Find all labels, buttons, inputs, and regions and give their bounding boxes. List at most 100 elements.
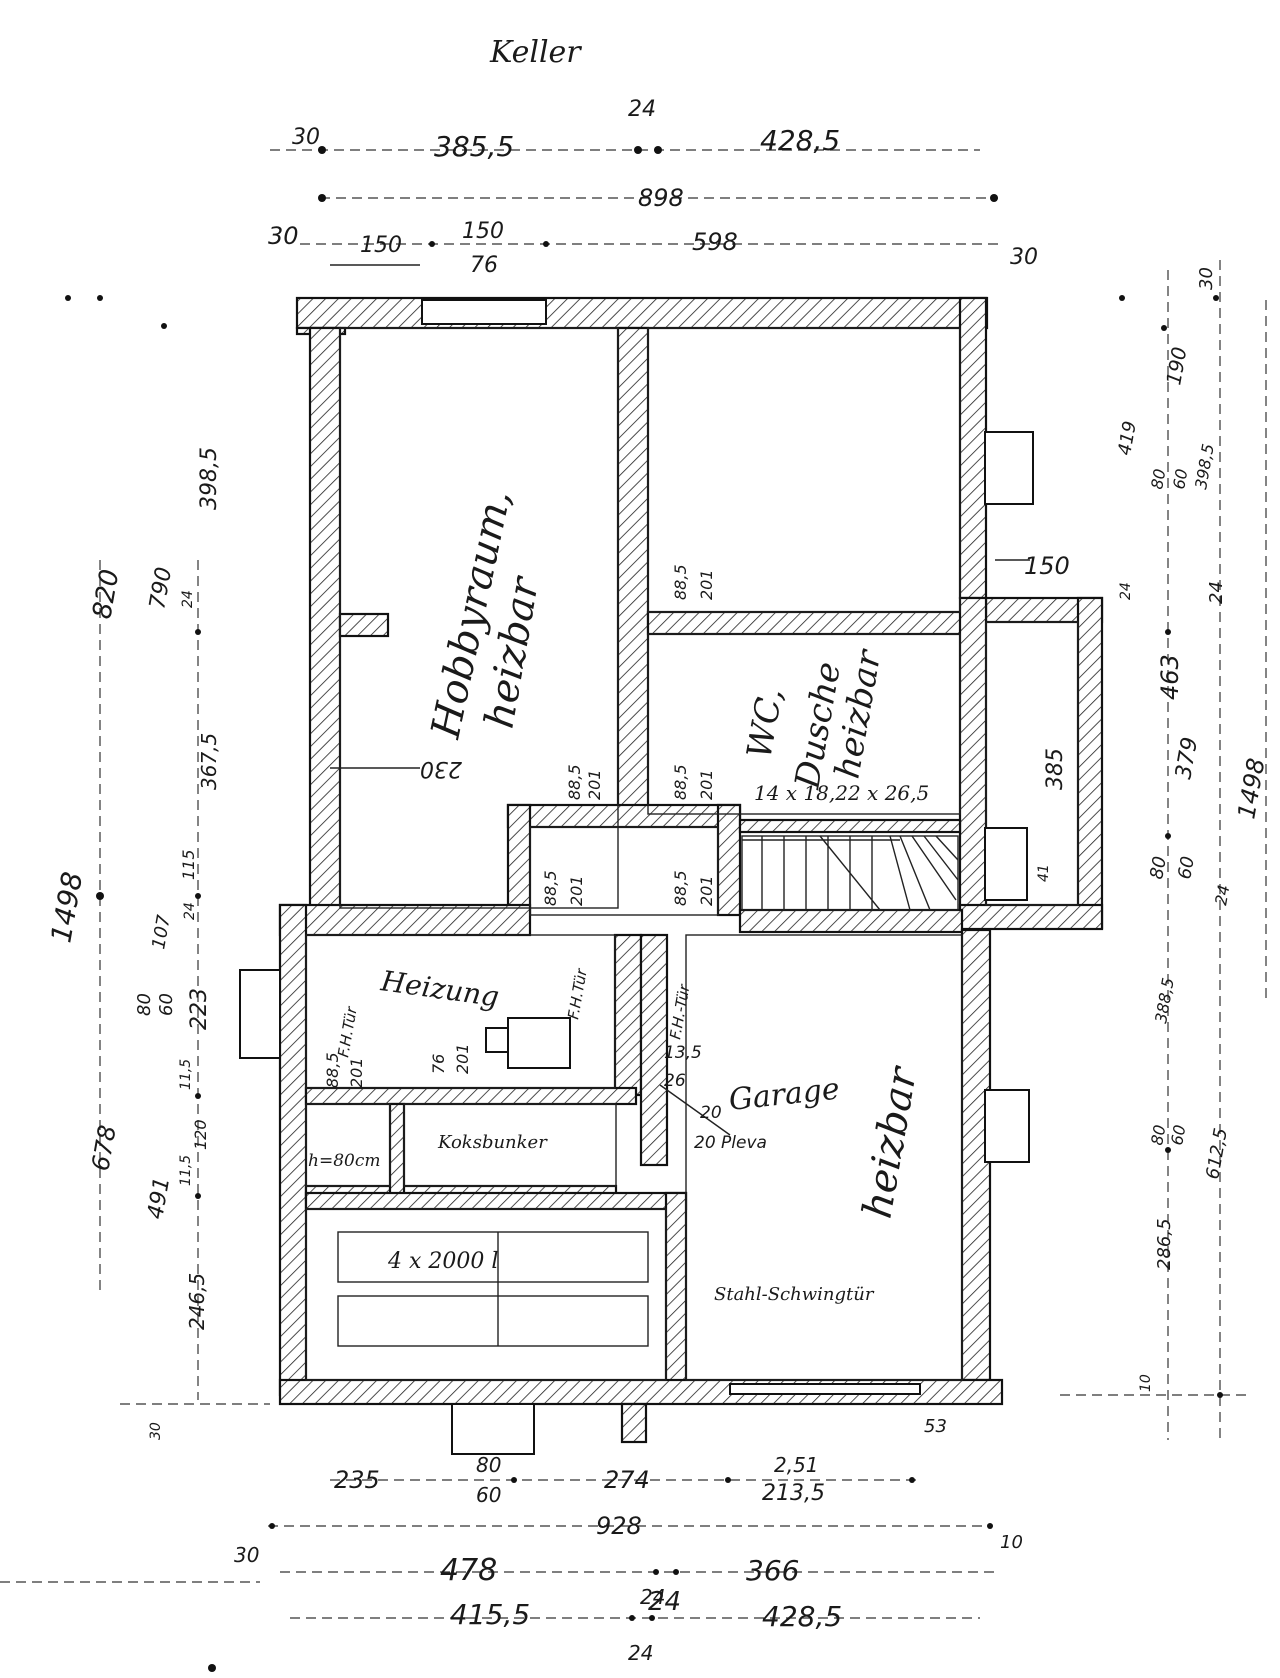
dim-left-820: 820 (87, 567, 125, 621)
dim-right-30: 30 (1196, 267, 1217, 290)
dim-inner-230: 230 (420, 756, 462, 781)
dim-right-10: 10 (1138, 1374, 1154, 1392)
dim-right-388: 388,5 (1151, 976, 1178, 1024)
door-8-height: 201 (453, 1043, 472, 1074)
dim-right-80c: 80 (1147, 1123, 1169, 1146)
dim-bottom-274: 274 (604, 1466, 650, 1494)
dim-right-398: 398,5 (1191, 442, 1218, 490)
dimension-ticks (65, 146, 1223, 1672)
dim-top2-30: 30 (268, 222, 299, 250)
dim-right-24: 24 (1118, 582, 1134, 600)
dim-right-463: 463 (1156, 654, 1184, 700)
dim-left-491: 491 (143, 1175, 175, 1221)
room-wc-label: WC, (739, 685, 791, 761)
dim-right-24b: 24 (1206, 581, 1227, 604)
small-room-height: h=80cm (308, 1151, 380, 1171)
dim-right-60c: 60 (1167, 1123, 1189, 1146)
swing-line (659, 1084, 731, 1136)
dim-bottom3-415: 415,5 (450, 1598, 530, 1631)
room-garage-label: Garage (727, 1072, 841, 1118)
dim-bottom2-24: 24 (640, 1585, 665, 1609)
dim-top-24: 24 (628, 97, 656, 122)
dim-left-60: 60 (156, 993, 177, 1016)
dim-right-41: 41 (1036, 864, 1052, 882)
dim-right-60b: 60 (1174, 855, 1199, 881)
dim-top-428: 428,5 (760, 124, 840, 157)
door-3-width: 88,5 (671, 764, 690, 800)
dim-left-246: 246,5 (185, 1273, 209, 1330)
dim-bottom-928: 928 (596, 1512, 642, 1540)
dim-bottom3-24b: 24 (628, 1641, 653, 1665)
pleva-a: 20 (700, 1103, 722, 1123)
duct-135: 13,5 (664, 1043, 702, 1063)
dim-bottom-80: 80 (476, 1453, 501, 1477)
dim-bottom2-478: 478 (440, 1553, 497, 1588)
door-6-width: 88,5 (323, 1052, 342, 1088)
dim-left-115c: 11,5 (178, 1155, 194, 1186)
boiler-icon (485, 1017, 571, 1069)
door-4-height: 201 (567, 875, 586, 906)
dim-left-24b: 24 (182, 902, 198, 920)
garage-door-label: Stahl-Schwingtür (714, 1284, 875, 1305)
dim-right-385: 385 (1043, 748, 1068, 790)
dim-bottom2-366: 366 (746, 1554, 799, 1587)
staircase (741, 835, 959, 911)
room-garage-heizbar: heizbar (855, 1061, 927, 1221)
dim-left-367: 367,5 (197, 733, 221, 790)
dim-top2-30r: 30 (1010, 245, 1038, 270)
dim-left-1498: 1498 (44, 869, 89, 945)
door-5-width: 88,5 (671, 870, 690, 906)
plan-title: Keller (489, 35, 582, 70)
door-5-height: 201 (697, 875, 716, 906)
fire-door-3: F.H.-Tür (666, 982, 693, 1040)
door-6-height: 201 (347, 1057, 366, 1088)
door-2-height: 201 (585, 769, 604, 800)
dim-right-1498: 1498 (1232, 756, 1270, 821)
door-8-width: 76 (429, 1054, 448, 1074)
dim-top-385: 385,5 (434, 130, 514, 163)
dim-bottom-60: 60 (476, 1483, 501, 1507)
dim-right-60: 60 (1169, 467, 1191, 490)
dim-top-898: 898 (638, 184, 684, 212)
dim-right-419: 419 (1114, 419, 1141, 456)
dim-left-30: 30 (148, 1422, 164, 1440)
dim-bottom3-428: 428,5 (762, 1600, 842, 1633)
dim-bottom2-30: 30 (234, 1543, 259, 1567)
dimensions-right: 30 190 419 80 60 398,5 150 24 24 463 379… (420, 267, 1271, 1392)
dim-right-24c: 24 (1211, 883, 1233, 906)
dim-bottom-235: 235 (334, 1466, 380, 1494)
dimensions-left: 398,5 820 790 24 367,5 1498 115 107 24 8… (44, 447, 222, 1440)
fire-door-1: F.H.Tür (334, 1005, 361, 1059)
dim-left-115b: 11,5 (178, 1059, 194, 1090)
oil-tanks (337, 1231, 649, 1347)
dim-bottom-251: 2,51 (774, 1453, 819, 1477)
tank-label: 4 x 2000 l (387, 1249, 498, 1274)
dim-left-398: 398,5 (197, 447, 222, 510)
dim-left-107: 107 (148, 913, 175, 951)
duct-26: 26 (664, 1071, 686, 1091)
dim-bottom3-24: 24 (648, 1587, 681, 1617)
dimensions-top: 30 385,5 24 428,5 898 30 150 150 76 598 … (268, 97, 1038, 278)
pleva-b: 20 Pleva (694, 1133, 767, 1153)
door-1-width: 88,5 (671, 564, 690, 600)
dim-top-30: 30 (292, 125, 320, 150)
walls (278, 296, 1104, 1444)
dim-left-120: 120 (191, 1119, 210, 1150)
dim-top2-598: 598 (692, 228, 738, 256)
dim-left-24: 24 (180, 590, 196, 608)
windows (239, 299, 1034, 1455)
dim-right-286: 286,5 (1154, 1218, 1175, 1270)
dim-bottom-213: 213,5 (762, 1481, 825, 1506)
dim-right-150: 150 (1024, 552, 1070, 580)
dim-top2-150-a: 150 (462, 219, 504, 244)
dim-bottom-53: 53 (924, 1416, 947, 1437)
dim-top2-150: 150 (360, 233, 402, 258)
door-labels: F.H.Tür F.H.Tür F.H.-Tür 88,5 201 88,5 2… (323, 564, 767, 1153)
dim-left-678: 678 (86, 1123, 122, 1173)
room-koksbunker-label: Koksbunker (437, 1132, 548, 1153)
room-heizung-label: Heizung (378, 964, 501, 1013)
room-outlines (305, 327, 1079, 1381)
fire-door-2: F.H.Tür (564, 967, 591, 1021)
dim-left-80: 80 (134, 993, 155, 1016)
